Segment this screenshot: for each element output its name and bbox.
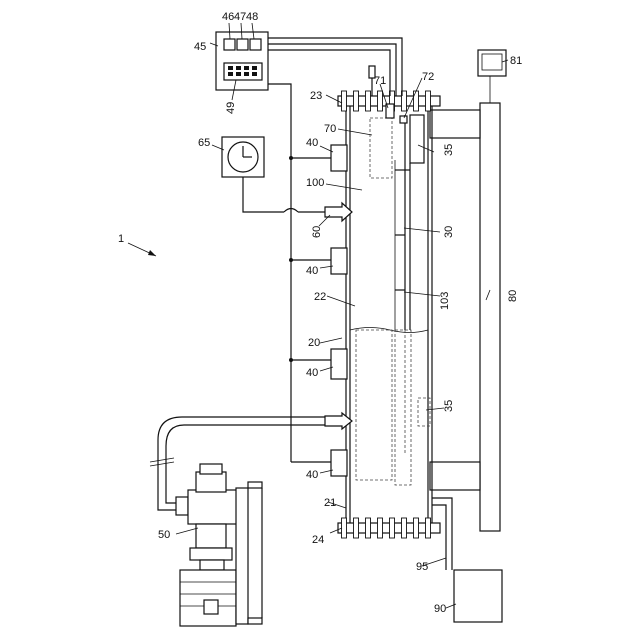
keypad-key	[244, 72, 249, 76]
label-heater-1: 40	[306, 137, 318, 149]
keypad-key	[236, 72, 241, 76]
bolt	[342, 91, 347, 111]
label-tank-bottom: 21	[324, 497, 336, 509]
label-carriage-top: 35	[443, 144, 455, 156]
label-tank-inner: 22	[314, 291, 326, 303]
label-controller: 45	[194, 41, 206, 53]
bolt	[366, 91, 371, 111]
bolt	[366, 518, 371, 538]
label-keypad: 49	[225, 102, 237, 114]
keypad-key	[228, 72, 233, 76]
rail	[395, 115, 424, 330]
label-heater-4: 40	[306, 469, 318, 481]
bolt	[354, 91, 359, 111]
bolt	[342, 518, 347, 538]
label-nozzle: 60	[311, 226, 323, 238]
label-space: 100	[306, 177, 324, 189]
label-monitor: 81	[510, 55, 522, 67]
label-button-1: 46	[222, 11, 234, 23]
label-vessel: 70	[324, 123, 336, 135]
bolt	[390, 518, 395, 538]
keypad-key	[244, 66, 249, 70]
keypad-key	[252, 66, 257, 70]
label-sensor-1: 71	[374, 75, 386, 87]
label-heater-2: 40	[306, 265, 318, 277]
vessel	[370, 118, 392, 178]
label-drain-pipe: 95	[416, 561, 428, 573]
label-carriage-bottom: 35	[443, 400, 455, 412]
bolt	[414, 518, 419, 538]
bolt	[414, 91, 419, 111]
label-guide: 103	[439, 292, 451, 310]
label-flange-top: 23	[310, 90, 322, 102]
tank	[338, 96, 440, 533]
bolt	[354, 518, 359, 538]
keypad-key	[228, 66, 233, 70]
immersed-assembly	[356, 330, 430, 485]
label-pump: 50	[158, 529, 170, 541]
reference-numerals: 1 23 24 45 46 47 48 49 65 40 40 40 40 70…	[118, 11, 522, 615]
label-button-3: 48	[246, 11, 258, 23]
label-base: 80	[507, 290, 519, 302]
label-sensor-2: 72	[422, 71, 434, 83]
keypad-key	[252, 72, 257, 76]
monitor-icon	[478, 50, 506, 103]
label-timer: 65	[198, 137, 210, 149]
label-rail: 30	[443, 226, 455, 238]
sensor-72	[400, 116, 407, 123]
motor-pump-icon	[176, 464, 262, 626]
arrow-right-icon	[325, 203, 352, 221]
label-heater-3: 40	[306, 367, 318, 379]
label-button-2: 47	[234, 11, 246, 23]
label-drain-tank: 90	[434, 603, 446, 615]
bolt	[378, 518, 383, 538]
bolt	[426, 91, 431, 111]
controller	[216, 32, 268, 90]
base-frame	[430, 103, 500, 531]
keypad-key	[236, 66, 241, 70]
bolt	[402, 518, 407, 538]
label-system: 1	[118, 233, 124, 245]
label-flange-bottom: 24	[312, 534, 324, 546]
bolt	[378, 91, 383, 111]
bolt	[426, 518, 431, 538]
label-tank: 20	[308, 337, 320, 349]
drain-tank	[454, 570, 502, 622]
